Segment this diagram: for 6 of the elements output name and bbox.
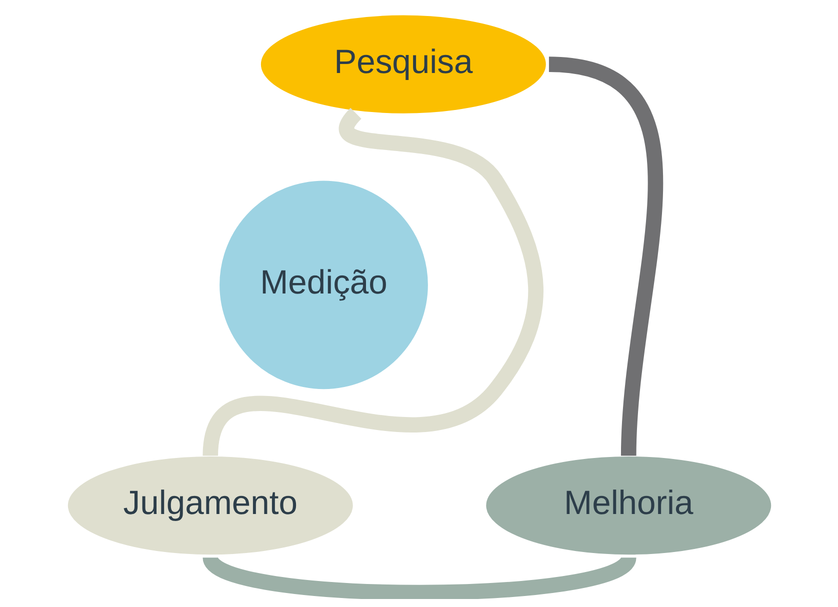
node-ellipse: Julgamento (66, 454, 354, 556)
node-circle: Medição (218, 179, 429, 391)
node-ellipse: Melhoria (484, 454, 772, 556)
connector (548, 56, 662, 456)
connector (202, 108, 543, 457)
node-ellipse: Pesquisa (258, 14, 547, 115)
